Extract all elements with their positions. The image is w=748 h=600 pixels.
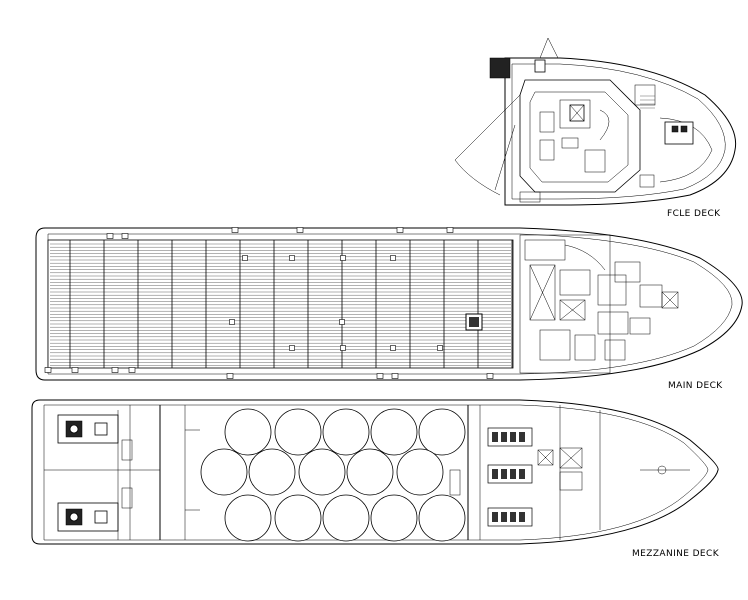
mezzanine-deck-label: MEZZANINE DECK — [632, 549, 720, 559]
main-deck-plan — [35, 227, 743, 381]
main-deck-label: MAIN DECK — [668, 381, 723, 391]
fcle-deck-plan — [454, 37, 737, 206]
fcle-deck-label: FCLE DECK — [667, 209, 721, 219]
mezzanine-deck-plan — [31, 399, 719, 545]
